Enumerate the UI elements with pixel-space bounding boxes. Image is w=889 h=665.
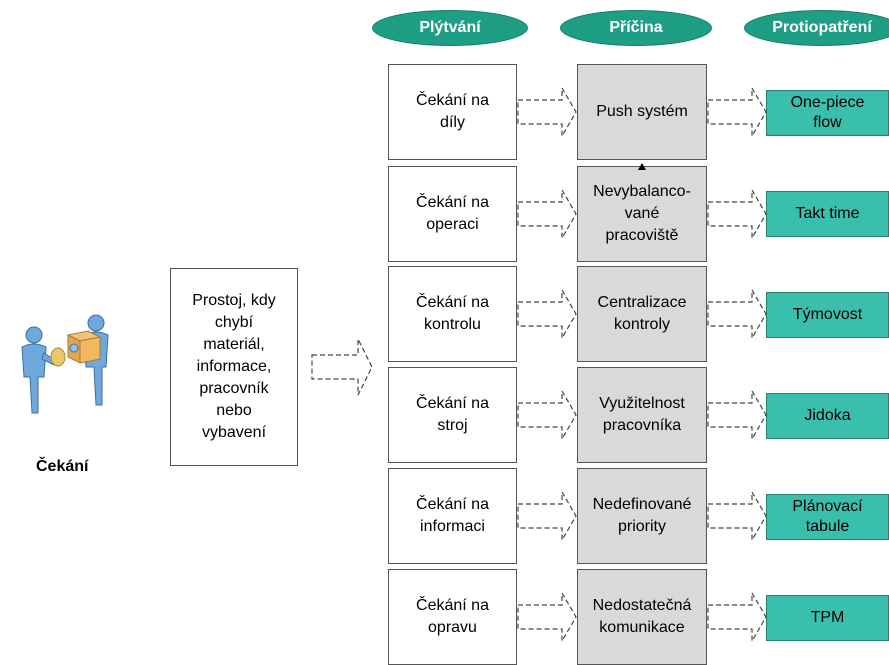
header-pricina: Příčina <box>560 10 712 46</box>
waste-to-cause-arrow-icon <box>517 187 577 241</box>
measure-box: Takt time <box>766 191 889 237</box>
definition-box: Prostoj, kdy chybí materiál, informace, … <box>170 268 298 466</box>
cause-to-measure-arrow-icon <box>707 590 767 644</box>
measure-box: Plánovací tabule <box>766 494 889 540</box>
cause-to-measure-arrow-icon <box>707 85 767 139</box>
people-handover-icon <box>8 305 118 420</box>
cause-box: Push systém <box>577 64 707 160</box>
cause-box: Nevybalanco- vané pracoviště <box>577 166 707 262</box>
measure-box: Týmovost <box>766 292 889 338</box>
waste-box: Čekání na kontrolu <box>388 266 517 362</box>
waste-box: Čekání na stroj <box>388 367 517 463</box>
waste-box: Čekání na informaci <box>388 468 517 564</box>
waste-to-cause-arrow-icon <box>517 85 577 139</box>
measure-box: One-piece flow <box>766 90 889 136</box>
waste-box: Čekání na operaci <box>388 166 517 262</box>
waste-to-cause-arrow-icon <box>517 489 577 543</box>
waste-box: Čekání na díly <box>388 64 517 160</box>
cause-to-measure-arrow-icon <box>707 287 767 341</box>
header-plytvani: Plýtvání <box>372 10 528 46</box>
main-label: Čekání <box>36 458 89 475</box>
cause-box: Centralizace kontroly <box>577 266 707 362</box>
cause-box: Nedefinované priority <box>577 468 707 564</box>
big-arrow-icon <box>311 338 373 396</box>
cause-to-measure-arrow-icon <box>707 388 767 442</box>
cause-to-measure-arrow-icon <box>707 187 767 241</box>
waste-to-cause-arrow-icon <box>517 287 577 341</box>
measure-box: Jidoka <box>766 393 889 439</box>
measure-box: TPM <box>766 595 889 641</box>
cause-to-measure-arrow-icon <box>707 489 767 543</box>
waste-to-cause-arrow-icon <box>517 590 577 644</box>
waste-box: Čekání na opravu <box>388 569 517 665</box>
header-protiopatreni: Protiopatření <box>744 10 889 46</box>
cause-box: Využitelnost pracovníka <box>577 367 707 463</box>
cause-box: Nedostatečná komunikace <box>577 569 707 665</box>
waste-to-cause-arrow-icon <box>517 388 577 442</box>
